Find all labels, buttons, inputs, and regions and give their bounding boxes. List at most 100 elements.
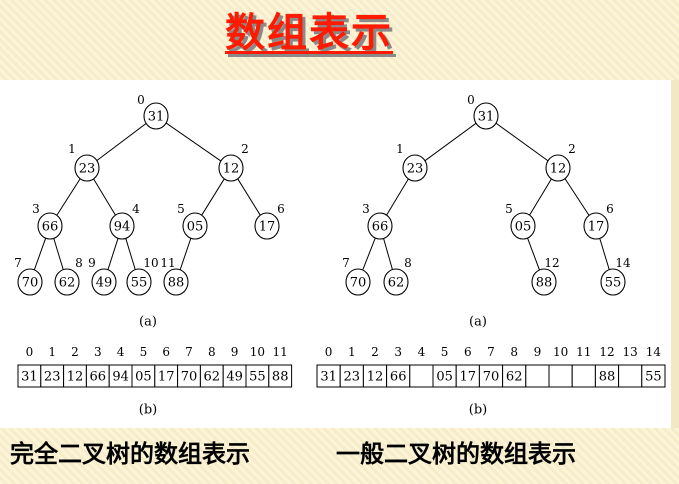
general-tree-edge bbox=[385, 178, 410, 216]
complete-array-index: 0 bbox=[26, 345, 34, 359]
general-tree-node bbox=[510, 212, 536, 240]
complete-tree-label: (a) bbox=[139, 315, 157, 330]
general-tree-node-value: 05 bbox=[515, 220, 532, 235]
general-tree-node bbox=[583, 212, 609, 240]
complete-tree-edge bbox=[56, 177, 81, 217]
complete-array-index: 2 bbox=[71, 345, 79, 359]
complete-tree-node-index: 9 bbox=[88, 256, 96, 270]
complete-tree-node bbox=[163, 268, 189, 296]
complete-tree-node-value: 62 bbox=[59, 276, 76, 291]
general-tree-node-value: 31 bbox=[478, 110, 495, 125]
general-tree-node-index: 5 bbox=[505, 202, 513, 216]
general-array-cell-value: 66 bbox=[390, 370, 407, 385]
general-tree-edge bbox=[361, 236, 377, 272]
complete-tree-node-value: 94 bbox=[114, 220, 131, 235]
general-array-index: 1 bbox=[348, 345, 356, 359]
panel-right-edge bbox=[671, 80, 679, 428]
complete-array-cell-value: 55 bbox=[249, 370, 266, 385]
complete-array-index: 4 bbox=[117, 345, 125, 359]
complete-tree-node-index: 1 bbox=[68, 142, 76, 156]
general-array-index: 13 bbox=[623, 345, 638, 359]
complete-tree-node-index: 11 bbox=[160, 256, 175, 270]
caption-complete-binary-tree: 完全二叉树的数组表示 bbox=[10, 440, 250, 468]
general-tree-node-value: 12 bbox=[550, 162, 567, 177]
general-tree-edge bbox=[599, 237, 610, 271]
complete-tree-node bbox=[109, 212, 135, 240]
complete-tree-node bbox=[17, 268, 43, 296]
general-tree-node-value: 62 bbox=[388, 276, 405, 291]
complete-tree-node-index: 2 bbox=[241, 142, 249, 156]
general-array-cell bbox=[641, 364, 666, 388]
general-array-cell bbox=[571, 364, 596, 388]
general-tree-node-value: 23 bbox=[407, 162, 424, 177]
footer-band bbox=[0, 428, 679, 484]
general-tree-node bbox=[367, 212, 393, 240]
complete-array-index: 8 bbox=[208, 345, 216, 359]
general-array-index: 3 bbox=[394, 345, 402, 359]
complete-array-index: 7 bbox=[185, 345, 193, 359]
complete-tree-node-value: 31 bbox=[148, 110, 165, 125]
complete-tree-node-index: 4 bbox=[132, 202, 140, 216]
general-array-index: 6 bbox=[464, 345, 472, 359]
general-tree-edge bbox=[382, 237, 394, 271]
general-tree-node bbox=[545, 154, 571, 182]
complete-array-index: 3 bbox=[94, 345, 102, 359]
complete-tree-edge bbox=[200, 177, 226, 217]
complete-array-cell-value: 70 bbox=[181, 370, 198, 385]
general-tree-edge bbox=[495, 122, 549, 162]
general-array-cell bbox=[525, 364, 550, 388]
general-array-index: 14 bbox=[646, 345, 662, 359]
general-tree-node-index: 14 bbox=[615, 256, 631, 270]
complete-array-cell-value: 88 bbox=[272, 370, 289, 385]
general-array-index: 0 bbox=[325, 345, 333, 359]
page-title: 数组表示 bbox=[225, 10, 393, 56]
complete-tree-node-value: 49 bbox=[96, 276, 113, 291]
complete-tree-node-value: 70 bbox=[22, 276, 39, 291]
complete-tree-node-value: 88 bbox=[168, 276, 185, 291]
complete-array-cell-value: 17 bbox=[158, 370, 175, 385]
complete-tree-node bbox=[74, 154, 100, 182]
complete-tree-edge bbox=[92, 178, 117, 216]
general-array-cell-value: 55 bbox=[645, 370, 662, 385]
general-array-index: 4 bbox=[418, 345, 426, 359]
general-array-index: 2 bbox=[371, 345, 379, 359]
general-tree-edge bbox=[526, 237, 541, 271]
complete-tree-node-value: 23 bbox=[79, 162, 96, 177]
complete-tree-node bbox=[91, 268, 117, 296]
general-array-index: 9 bbox=[534, 345, 542, 359]
general-array-cell-value: 05 bbox=[436, 370, 453, 385]
general-tree-node bbox=[473, 102, 499, 130]
complete-tree-node bbox=[54, 268, 80, 296]
general-tree-node-index: 7 bbox=[342, 256, 350, 270]
complete-tree-node-value: 17 bbox=[259, 220, 276, 235]
complete-tree-node-index: 0 bbox=[137, 93, 145, 107]
general-tree-node bbox=[345, 268, 371, 296]
complete-tree-node bbox=[143, 102, 169, 130]
general-tree-label: (a) bbox=[469, 315, 487, 330]
header-band bbox=[0, 0, 679, 80]
complete-tree-edge bbox=[33, 237, 47, 271]
caption-general-binary-tree: 一般二叉树的数组表示 bbox=[336, 440, 576, 468]
general-tree-node bbox=[383, 268, 409, 296]
general-tree-node bbox=[600, 268, 626, 296]
complete-array-cell-value: 62 bbox=[204, 370, 221, 385]
general-tree-node-value: 17 bbox=[588, 220, 605, 235]
complete-array-index: 1 bbox=[48, 345, 56, 359]
complete-tree-edge bbox=[96, 122, 147, 162]
complete-tree-edge bbox=[165, 122, 222, 162]
complete-array-cell-value: 94 bbox=[112, 370, 129, 385]
general-array-cell-value: 17 bbox=[460, 370, 477, 385]
complete-tree-node-value: 55 bbox=[131, 276, 148, 291]
general-tree-edge bbox=[528, 178, 553, 216]
general-tree-node bbox=[531, 268, 557, 296]
general-tree-node-index: 2 bbox=[568, 142, 576, 156]
complete-array-cell-value: 05 bbox=[135, 370, 152, 385]
general-tree-node-index: 3 bbox=[362, 202, 370, 216]
general-array-index: 7 bbox=[487, 345, 495, 359]
complete-tree-edge bbox=[53, 237, 64, 271]
general-array-cell-value: 31 bbox=[320, 370, 337, 385]
complete-tree-edge bbox=[236, 177, 262, 217]
complete-tree-edge bbox=[125, 237, 136, 271]
general-array-cell-value: 70 bbox=[483, 370, 500, 385]
complete-tree-node-index: 5 bbox=[177, 202, 185, 216]
